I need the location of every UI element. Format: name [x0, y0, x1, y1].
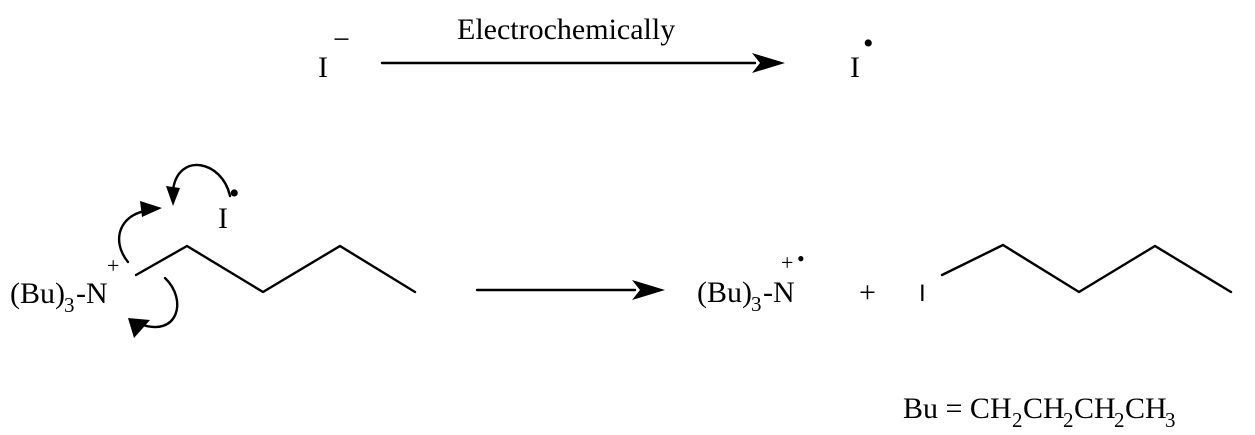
footnote-sub4: 3	[1165, 408, 1176, 432]
amine-radical-nitrogen: -N	[763, 276, 795, 309]
iodobutane-chain-bonds	[940, 243, 1233, 294]
step2-reactant: (Bu) 3 -N + I •	[10, 163, 417, 338]
step2-arrow	[475, 280, 665, 300]
iodine-curly-arrow	[171, 163, 232, 198]
oxidation-arrowhead	[752, 53, 785, 73]
bond-down-arrowhead	[128, 318, 150, 338]
iodide-charge: −	[333, 23, 350, 56]
footnote-ch3: CH	[1125, 392, 1167, 425]
iodide-symbol: I	[318, 51, 328, 84]
footnote-sub2: 2	[1063, 408, 1074, 432]
footnote-sub3: 2	[1114, 408, 1125, 432]
ammonium-bu-label: (Bu)	[10, 277, 65, 310]
condition-label: Electrochemically	[457, 13, 675, 46]
ammonium-nitrogen: -N	[76, 277, 108, 310]
iodine-radical-reagent-dot: •	[229, 177, 240, 210]
iodine-radical-dot: •	[863, 27, 874, 60]
nitrogen-up-curly-arrow	[117, 208, 154, 264]
footnote-lhs: Bu = CH	[903, 392, 1012, 425]
amine-radical-bu-label: (Bu)	[697, 276, 752, 309]
step2-products: (Bu) 3 -N + • + I	[697, 243, 1233, 316]
ammonium-bu-subscript: 3	[64, 293, 75, 317]
products-plus-sign: +	[859, 276, 876, 309]
butyl-definition: Bu = CH 2 CH 2 CH 2 CH 3	[903, 392, 1176, 432]
butyl-chain-bonds	[134, 244, 417, 294]
amine-radical-bu-subscript: 3	[751, 292, 762, 316]
amine-radical-dot: •	[797, 246, 805, 271]
ammonium-charge: +	[107, 253, 119, 278]
bond-down-curly-arrow	[138, 276, 179, 329]
iodine-radical-reagent: I	[218, 202, 228, 235]
footnote-ch2-a: CH	[1023, 392, 1065, 425]
footnote-ch2-b: CH	[1074, 392, 1116, 425]
nitrogen-up-arrowhead	[140, 201, 162, 217]
step1-oxidation: I − Electrochemically I •	[318, 13, 874, 84]
reaction-arrowhead	[632, 280, 665, 300]
iodobutane-iodine: I	[919, 280, 926, 307]
iodine-radical-symbol: I	[850, 51, 860, 84]
amine-radical-charge: +	[781, 250, 793, 275]
footnote-sub1: 2	[1012, 408, 1023, 432]
iodine-curly-arrowhead	[166, 186, 180, 206]
